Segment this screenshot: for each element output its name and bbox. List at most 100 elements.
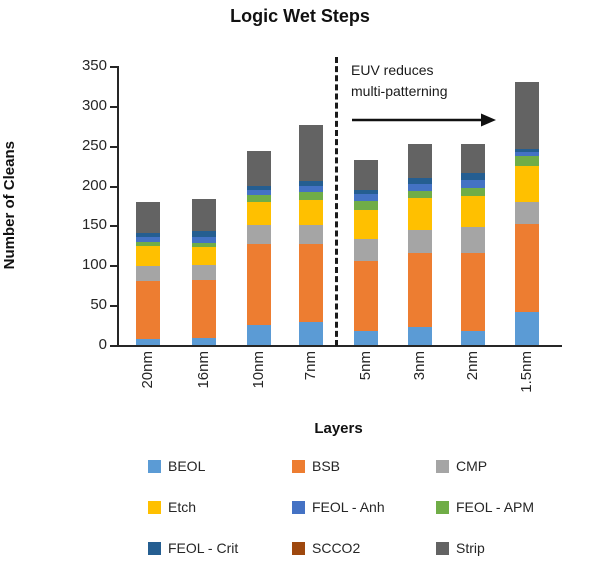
y-tick-mark [110,145,118,148]
bar-segment-BEOL [461,330,485,345]
y-tick-label: 200 [81,176,107,194]
legend-swatch-icon [148,500,161,514]
x-tick-label-text: 5nm [357,351,374,381]
legend-swatch-icon [148,459,161,473]
bar-segment-Etch [299,199,323,226]
y-tick-label: 300 [81,96,107,114]
bar-1.5nm [515,81,539,345]
bar-10nm [247,150,271,345]
legend-item-BEOL: BEOL [148,458,292,474]
bar-segment-BEOL [299,321,323,345]
bar-segment-BSB [299,243,323,322]
euv-divider-dashed-line [335,57,338,346]
x-tick-label-5nm: 5nm [357,351,374,401]
bar-segment-FEOL-Crit [247,185,271,190]
legend-swatch-icon [292,459,305,473]
legend-swatch-icon [292,500,305,514]
bar-segment-FEOL-Anh [299,185,323,192]
right-arrow-icon [352,113,496,127]
bar-segment-FEOL-Crit [192,231,216,237]
y-tick-mark [110,105,118,108]
bar-segment-CMP [408,230,432,254]
legend-label: Etch [168,499,197,515]
legend-item-BSB: BSB [292,458,436,474]
legend-item-FEOL-APM: FEOL - APM [436,499,580,515]
bar-3nm [408,144,432,345]
bar-20nm [136,201,160,345]
bar-segment-CMP [247,225,271,244]
bar-segment-FEOL-Anh [136,236,160,243]
bar-segment-Etch [408,197,432,231]
y-axis-title: Number of Cleans [0,66,22,345]
legend-item-FEOL-Crit: FEOL - Crit [148,540,292,556]
euv-annotation-line2: multi-patterning [351,83,448,99]
legend-label: Strip [456,540,485,556]
legend: BEOL BSB CMP Etch FEOL - Anh FEOL - APM FEOL -… [148,458,580,556]
legend-swatch-icon [436,541,449,555]
x-tick-label-20nm: 20nm [139,351,156,401]
y-axis-title-text: Number of Cleans [0,141,18,270]
bar-segment-FEOL-APM [461,187,485,196]
x-tick-label-text: 10nm [250,351,267,389]
y-tick-label: 150 [81,216,107,234]
bar-segment-Strip [247,150,271,186]
x-tick-label-1.5nm: 1.5nm [518,351,535,401]
bar-segment-FEOL-Crit [136,232,160,237]
bar-segment-FEOL-Crit [461,172,485,180]
legend-label: BEOL [168,458,206,474]
bar-segment-Etch [192,246,216,265]
bar-segment-BEOL [354,330,378,345]
bar-segment-BSB [136,281,160,339]
legend-swatch-icon [436,500,449,514]
bar-segment-FEOL-Anh [354,194,378,201]
x-tick-label-text: 1.5nm [518,351,535,393]
legend-label: BSB [312,458,341,474]
bar-segment-FEOL-APM [136,242,160,247]
x-tick-label-text: 16nm [195,351,212,389]
legend-label: CMP [456,458,488,474]
bar-segment-FEOL-APM [354,200,378,210]
legend-label: SCCO2 [312,540,361,556]
y-tick-mark [110,305,118,308]
legend-label: FEOL - Anh [312,499,385,515]
bar-2nm [461,144,485,345]
legend-swatch-icon [436,459,449,473]
bar-5nm [354,160,378,345]
bar-segment-BEOL [408,327,432,345]
bar-segment-CMP [136,266,160,282]
bar-segment-FEOL-Crit [515,148,539,153]
bar-segment-Strip [515,81,539,149]
bar-segment-FEOL-Anh [515,152,539,157]
y-tick-label: 250 [81,136,107,154]
bar-segment-FEOL-Anh [408,183,432,192]
y-tick-label: 350 [81,57,107,74]
chart-title: Logic Wet Steps [230,6,370,26]
bar-segment-Strip [136,201,160,233]
bar-segment-CMP [299,225,323,244]
legend-swatch-icon [292,541,305,555]
bar-segment-Etch [247,201,271,226]
x-tick-label-text: 3nm [411,351,428,381]
bar-segment-FEOL-Anh [247,189,271,196]
legend-item-Etch: Etch [148,499,292,515]
legend-item-Strip: Strip [436,540,580,556]
bar-segment-BSB [247,243,271,326]
bar-segment-FEOL-APM [515,156,539,167]
bar-segment-FEOL-Crit [299,180,323,186]
x-tick-label-7nm: 7nm [302,351,319,401]
x-tick-label-16nm: 16nm [195,351,212,401]
y-tick-mark [110,345,118,347]
y-tick-mark [110,185,118,188]
bar-segment-Etch [515,166,539,202]
bar-segment-BEOL [192,337,216,345]
bar-segment-FEOL-APM [192,242,216,247]
x-tick-label-text: 7nm [302,351,319,381]
bar-segment-FEOL-Crit [408,177,432,184]
bar-segment-BSB [354,260,378,331]
bar-segment-BEOL [136,338,160,345]
legend-item-CMP: CMP [436,458,580,474]
bar-segment-Strip [461,144,485,173]
y-tick-label: 50 [90,296,107,314]
